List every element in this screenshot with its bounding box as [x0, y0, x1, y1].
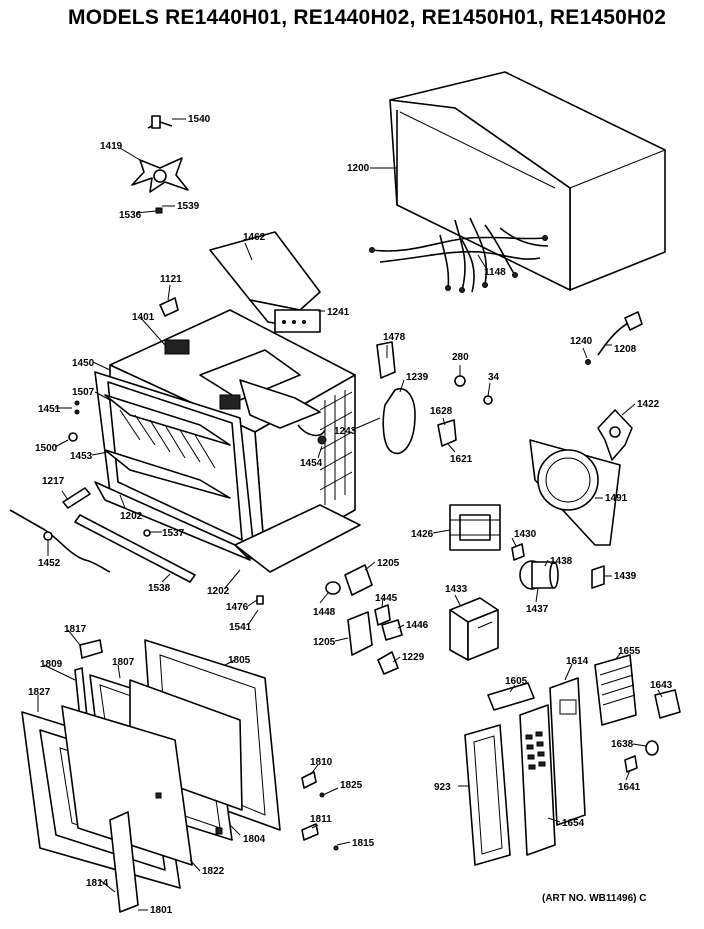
- board-grid: [599, 664, 636, 706]
- part-label: 1491: [605, 493, 628, 504]
- page-title: MODELS RE1440H01, RE1440H02, RE1450H01, …: [68, 6, 667, 29]
- part-label: 1476: [226, 602, 249, 613]
- part-label: 1426: [411, 529, 434, 540]
- part-label: 1804: [243, 834, 266, 845]
- part-label: 1454: [300, 458, 323, 469]
- wire-harness: [369, 217, 549, 293]
- part-label: 1827: [28, 687, 51, 698]
- part-label: 1537: [162, 528, 185, 539]
- part-label: 1422: [637, 399, 660, 410]
- vent-grid: [319, 390, 353, 505]
- part-label: 1202: [120, 511, 143, 522]
- part-label: 1437: [526, 604, 549, 615]
- air-duct: [209, 231, 321, 333]
- part-label: 1605: [505, 676, 528, 687]
- part-label: 1401: [132, 312, 155, 323]
- part-label: 923: [434, 782, 451, 793]
- part-label: 1478: [383, 332, 406, 343]
- part-label: 1643: [650, 680, 673, 691]
- part-label: 1541: [229, 622, 252, 633]
- part-label: 1807: [112, 657, 135, 668]
- part-label: 1240: [570, 336, 593, 347]
- part-label: 1654: [562, 818, 585, 829]
- fan-assembly-top: [131, 115, 189, 214]
- part-labels: 1540 1419 1536 1539 1200 1462 1121 1241 …: [28, 114, 673, 916]
- part-label: 1810: [310, 757, 333, 768]
- door-interlock: [325, 564, 403, 675]
- transformer: [449, 597, 499, 661]
- part-label: 1641: [618, 782, 641, 793]
- part-label: 1809: [40, 659, 63, 670]
- rack-bars: [119, 409, 216, 469]
- part-label: 1507: [72, 387, 95, 398]
- part-label: 1825: [340, 780, 363, 791]
- part-label: 1614: [566, 656, 589, 667]
- part-label: 1430: [514, 529, 537, 540]
- part-label: 1433: [445, 584, 468, 595]
- part-label: 1815: [352, 838, 375, 849]
- leader-lines: [37, 118, 663, 911]
- part-label: 1205: [377, 558, 400, 569]
- part-label: 1148: [484, 267, 506, 278]
- art-number: (ART NO. WB11496) C: [542, 893, 647, 904]
- part-label: 1822: [202, 866, 225, 877]
- part-label: 1239: [406, 372, 429, 383]
- part-label: 1448: [313, 607, 336, 618]
- middle-small-parts: [317, 341, 493, 455]
- part-label: 1453: [70, 451, 93, 462]
- part-label: 1229: [402, 652, 425, 663]
- part-label: 1208: [614, 344, 637, 355]
- blower: [529, 409, 633, 546]
- magnetron: [449, 504, 525, 561]
- part-label: 1500: [35, 443, 58, 454]
- control-panel: [464, 654, 681, 866]
- part-label: 1451: [38, 404, 61, 415]
- part-label: 1205: [313, 637, 336, 648]
- part-label: 1121: [160, 274, 182, 285]
- part-label: 1655: [618, 646, 641, 657]
- part-label: 1540: [188, 114, 211, 125]
- part-label: 1446: [406, 620, 429, 631]
- part-label: 1438: [550, 556, 573, 567]
- part-label: 1538: [148, 583, 171, 594]
- part-label: 1217: [42, 476, 65, 487]
- keypad-buttons: [525, 699, 577, 770]
- power-cord: [585, 311, 643, 365]
- outer-case: [389, 71, 666, 291]
- door-assembly: [21, 639, 339, 913]
- part-label: 1202: [207, 586, 230, 597]
- left-small-parts: [9, 297, 264, 605]
- part-label: 1462: [243, 232, 266, 243]
- part-label: 1241: [327, 307, 350, 318]
- part-label: 1452: [38, 558, 61, 569]
- capacitor: [519, 560, 605, 590]
- part-label: 1817: [64, 624, 87, 635]
- part-label: 1539: [177, 201, 200, 212]
- part-label: 1200: [347, 163, 370, 174]
- part-label: 1811: [310, 814, 332, 825]
- part-label: 280: [452, 352, 469, 363]
- part-label: 1419: [100, 141, 123, 152]
- part-label: 1621: [450, 454, 473, 465]
- part-label: 1439: [614, 571, 637, 582]
- part-label: 1243: [334, 426, 357, 437]
- part-label: 1801: [150, 905, 173, 916]
- part-label: 1445: [375, 593, 398, 604]
- part-label: 1536: [119, 210, 142, 221]
- part-label: 1638: [611, 739, 634, 750]
- oven-cavity: [94, 309, 361, 573]
- part-label: 1814: [86, 878, 109, 889]
- part-label: 1628: [430, 406, 453, 417]
- part-label: 1805: [228, 655, 251, 666]
- part-label: 1450: [72, 358, 95, 369]
- part-label: 34: [488, 372, 500, 383]
